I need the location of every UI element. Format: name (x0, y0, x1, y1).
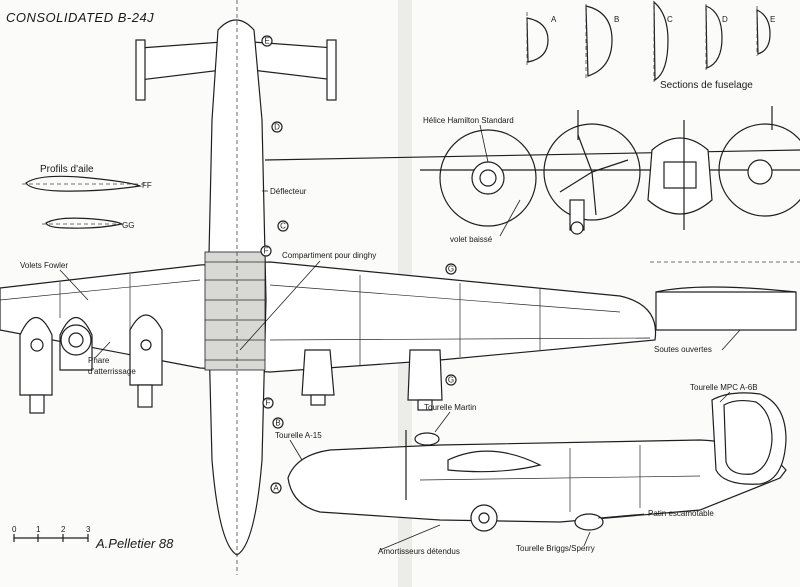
fin-right (326, 39, 337, 101)
scale-tick-0: 0 (12, 525, 17, 534)
label-helice: Hélice Hamilton Standard (423, 116, 514, 125)
svg-text:F: F (264, 247, 269, 256)
svg-text:C: C (280, 222, 286, 231)
wing-profiles: Profils d'aile FF GG (22, 164, 152, 230)
section-letter-c: C (667, 15, 673, 24)
label-tourelle-mpc: Tourelle MPC A-6B (690, 383, 758, 392)
profile-gg-label: GG (122, 221, 134, 230)
section-d-shape (705, 5, 723, 69)
leader-lines (59, 124, 741, 551)
svg-text:G: G (448, 376, 454, 385)
label-volet-baisse: volet baissé (450, 235, 493, 244)
marker-g-bottom (445, 374, 457, 386)
author-credit: A.Pelletier 88 (95, 536, 174, 551)
martin-turret-dome (414, 432, 440, 446)
scale-tick-2: 2 (61, 525, 66, 534)
profile-ff-label: FF (142, 181, 152, 190)
nacelle-inner (301, 349, 335, 396)
profile-gg (45, 217, 124, 229)
front-wing-line (264, 149, 800, 161)
profile-ff (25, 175, 143, 192)
tail-left (139, 41, 223, 81)
annotations: Hélice Hamilton Standard Déflecteur Comp… (20, 116, 758, 556)
tail-right (251, 41, 336, 81)
section-letter-a: A (551, 15, 557, 24)
marker-f-top (260, 245, 272, 257)
section-letter-e: E (770, 15, 775, 24)
svg-text:D: D (274, 123, 280, 132)
scale-tick-1: 1 (36, 525, 41, 534)
label-amortisseurs: Amortisseurs détendus (378, 547, 460, 556)
sections-label: Sections de fuselage (660, 80, 753, 91)
marker-g-top (445, 263, 457, 275)
side-fin (711, 392, 787, 485)
section-a-shape (526, 17, 549, 63)
profiles-label: Profils d'aile (40, 164, 94, 175)
svg-text:G: G (448, 265, 454, 274)
main-wheel (470, 504, 498, 532)
label-phare-1: Phare (88, 356, 110, 365)
label-deflecteur: Déflecteur (270, 187, 307, 196)
marker-d (271, 121, 283, 133)
drawing-title: CONSOLIDATED B-24J (6, 10, 154, 25)
label-soutes: Soutes ouvertes (654, 345, 712, 354)
label-tourelle-martin: Tourelle Martin (424, 403, 476, 412)
prop-disc-center (543, 123, 641, 221)
label-phare-2: d'atterrissage (88, 367, 136, 376)
main-wing (0, 261, 657, 373)
scale-bar: 0 1 2 3 (12, 525, 91, 542)
section-letter-b: B (614, 15, 619, 24)
prop-disc-left (439, 129, 537, 227)
bomb-bay-detail (650, 261, 800, 331)
top-view (0, 0, 657, 575)
wing-root-hatch (204, 251, 266, 371)
section-c-shape (653, 0, 669, 82)
nacelle-front-views (19, 314, 163, 414)
front-view (264, 106, 800, 235)
label-patin: Patin escamotable (648, 509, 714, 518)
svg-text:B: B (275, 419, 280, 428)
marker-a (270, 482, 282, 494)
section-markers: E D C F G G F B A (260, 35, 457, 494)
svg-text:A: A (273, 484, 279, 493)
section-letter-d: D (722, 15, 728, 24)
section-e-shape (756, 9, 771, 55)
ball-turret (574, 513, 604, 531)
side-view (287, 392, 787, 532)
label-tourelle-briggs: Tourelle Briggs/Sperry (516, 544, 595, 553)
marker-b (272, 417, 284, 429)
fin-left (135, 39, 146, 101)
prop-disc-right (718, 123, 800, 217)
marker-c (277, 220, 289, 232)
section-b-shape (585, 5, 613, 77)
svg-text:E: E (264, 37, 269, 46)
label-compartiment: Compartiment pour dinghy (282, 251, 376, 260)
marker-f-bottom (262, 397, 274, 409)
fuselage-sections: A B C D E Sections de fuselage (526, 0, 775, 91)
nacelle-outer (407, 349, 443, 401)
label-tourelle-a15: Tourelle A-15 (275, 431, 322, 440)
nacelle-front-1 (19, 316, 53, 396)
bomb-bay-box (655, 291, 797, 331)
svg-text:F: F (266, 399, 271, 408)
marker-e (261, 35, 273, 47)
scale-tick-3: 3 (86, 525, 91, 534)
side-wing-fairing (447, 450, 542, 473)
label-volets: Volets Fowler (20, 261, 68, 270)
